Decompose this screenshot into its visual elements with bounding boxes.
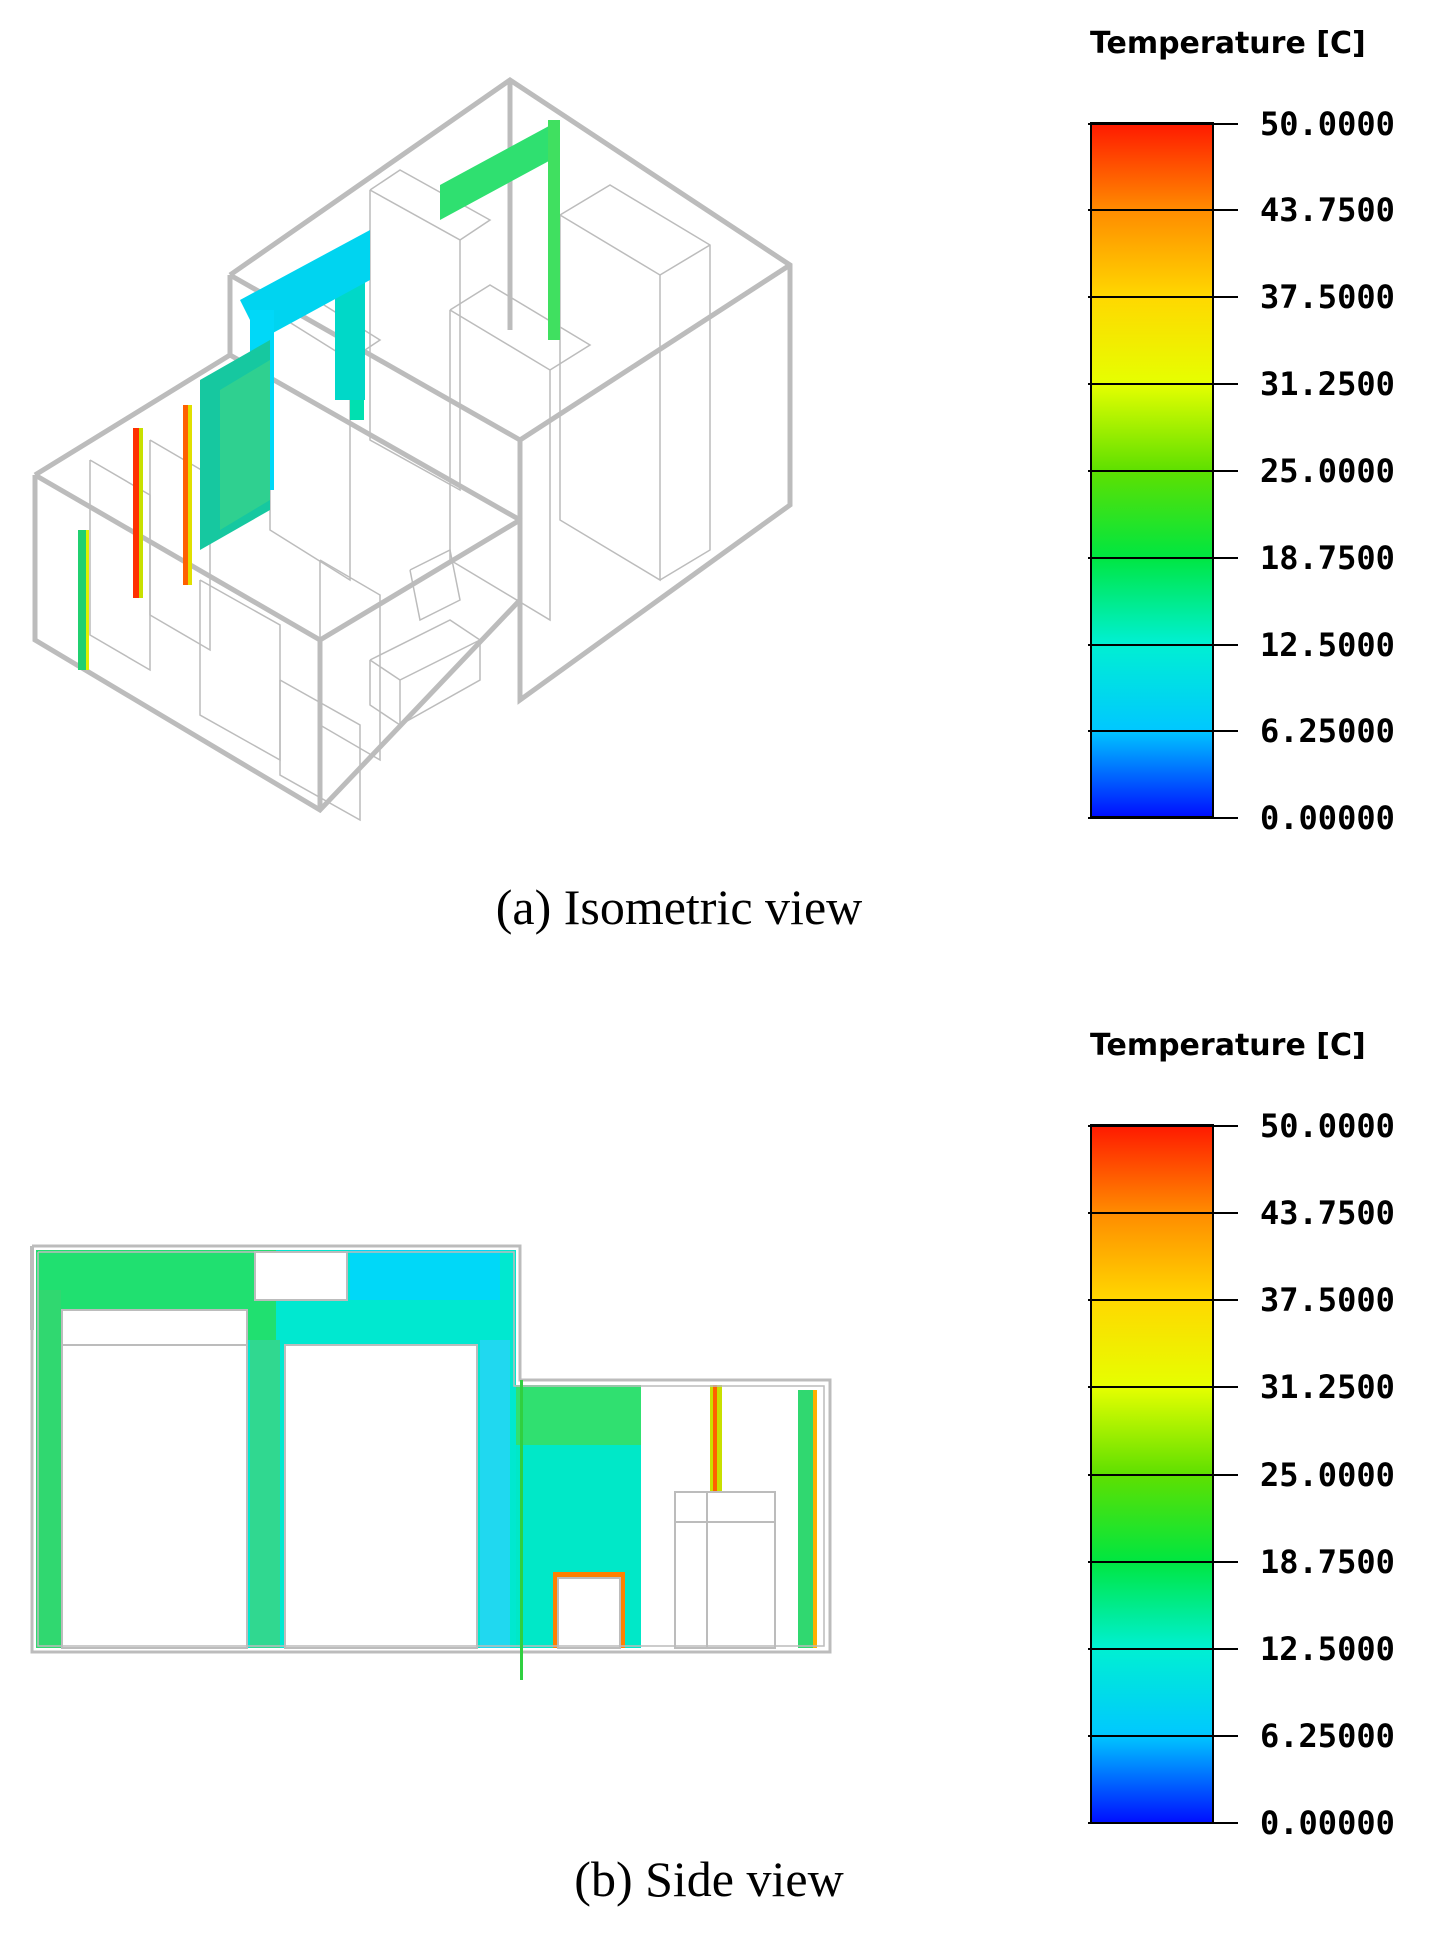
legend-tick-label: 31.2500 bbox=[1260, 365, 1395, 403]
field-small-room-top bbox=[516, 1385, 641, 1445]
legend-tick bbox=[1088, 1474, 1238, 1476]
contour-slab-top-right bbox=[440, 120, 560, 220]
contour-hot-strip-left bbox=[133, 428, 139, 598]
legend-tick-label: 6.25000 bbox=[1260, 712, 1395, 750]
legend-tick bbox=[1088, 1386, 1238, 1388]
legend-tick bbox=[1088, 1561, 1238, 1563]
legend-tick bbox=[1088, 1299, 1238, 1301]
legend-tick bbox=[1088, 470, 1238, 472]
legend-tick-label: 0.00000 bbox=[1260, 1804, 1395, 1842]
equipment-block bbox=[61, 1309, 248, 1649]
legend-tick-label: 50.0000 bbox=[1260, 1107, 1395, 1145]
legend-tick-label: 43.7500 bbox=[1260, 191, 1395, 229]
building-outline bbox=[30, 1244, 832, 1654]
legend-tick-label: 6.25000 bbox=[1260, 1717, 1395, 1755]
legend-tick bbox=[1088, 123, 1238, 125]
side-view-model bbox=[30, 1244, 832, 1680]
legend-tick bbox=[1088, 557, 1238, 559]
equipment-block bbox=[254, 1251, 348, 1301]
legend-tick bbox=[1088, 296, 1238, 298]
legend-tick bbox=[1088, 730, 1238, 732]
legend-tick bbox=[1088, 1648, 1238, 1650]
legend-tick-label: 25.0000 bbox=[1260, 452, 1395, 490]
legend-tick bbox=[1088, 1822, 1238, 1824]
field-big-room-top-right bbox=[350, 1250, 500, 1300]
side-view-panel: Temperature [C] 50.0000 43.7500 37.5000 … bbox=[0, 990, 1438, 1941]
legend-tick-label: 18.7500 bbox=[1260, 539, 1395, 577]
temperature-contour-slabs bbox=[78, 120, 560, 670]
equipment-blocks bbox=[61, 1251, 795, 1649]
caption-side-view: (b) Side view bbox=[574, 1851, 844, 1907]
legend-tick-label: 37.5000 bbox=[1260, 1281, 1395, 1319]
legend-tick-label: 12.5000 bbox=[1260, 626, 1395, 664]
field-column-mid bbox=[250, 1340, 280, 1648]
contour-hot-strip-mid bbox=[183, 405, 188, 585]
building-outer-frame bbox=[32, 76, 793, 814]
legend-tick-label: 25.0000 bbox=[1260, 1456, 1395, 1494]
equipment-block bbox=[674, 1491, 776, 1649]
legend-tick bbox=[1088, 1125, 1238, 1127]
temperature-legend-b: Temperature [C] 50.0000 43.7500 37.5000 … bbox=[1080, 990, 1420, 1842]
field-left-wall bbox=[36, 1290, 61, 1648]
contour-strip-far-left bbox=[78, 530, 86, 670]
isometric-panel: Temperature [C] 50.0000 43.7500 37.5000 … bbox=[0, 0, 1438, 970]
contour-warm-strip-mid bbox=[188, 405, 192, 585]
contour-strip-far-left-warm bbox=[86, 530, 89, 670]
legend-tick-label: 18.7500 bbox=[1260, 1543, 1395, 1581]
legend-tick-label: 31.2500 bbox=[1260, 1368, 1395, 1406]
caption-isometric: (a) Isometric view bbox=[495, 879, 863, 935]
legend-tick bbox=[1088, 1212, 1238, 1214]
contour-warm-strip-left bbox=[139, 428, 143, 598]
field-right-strip bbox=[798, 1390, 816, 1648]
equipment-block bbox=[284, 1344, 478, 1649]
isometric-model bbox=[32, 76, 793, 822]
legend-tick-label: 0.00000 bbox=[1260, 799, 1395, 837]
contour-column-right bbox=[548, 120, 560, 340]
legend-tick bbox=[1088, 644, 1238, 646]
temperature-legend-a: Temperature [C] 50.0000 43.7500 37.5000 … bbox=[1080, 0, 1420, 840]
contour-panel-small-room-edge bbox=[220, 360, 270, 530]
legend-tick bbox=[1088, 209, 1238, 211]
equipment-block bbox=[557, 1577, 621, 1649]
legend-tick-label: 50.0000 bbox=[1260, 105, 1395, 143]
legend-tick-label: 12.5000 bbox=[1260, 1630, 1395, 1668]
legend-tick bbox=[1088, 1735, 1238, 1737]
probe-line bbox=[520, 1380, 523, 1680]
legend-tick-label: 43.7500 bbox=[1260, 1194, 1395, 1232]
field-right-strip-hot bbox=[813, 1390, 817, 1648]
field-column-right bbox=[480, 1340, 510, 1648]
legend-title: Temperature [C] bbox=[1090, 26, 1366, 61]
legend-tick-label: 37.5000 bbox=[1260, 278, 1395, 316]
legend-tick bbox=[1088, 383, 1238, 385]
legend-title: Temperature [C] bbox=[1090, 1028, 1366, 1063]
legend-tick bbox=[1088, 817, 1238, 819]
